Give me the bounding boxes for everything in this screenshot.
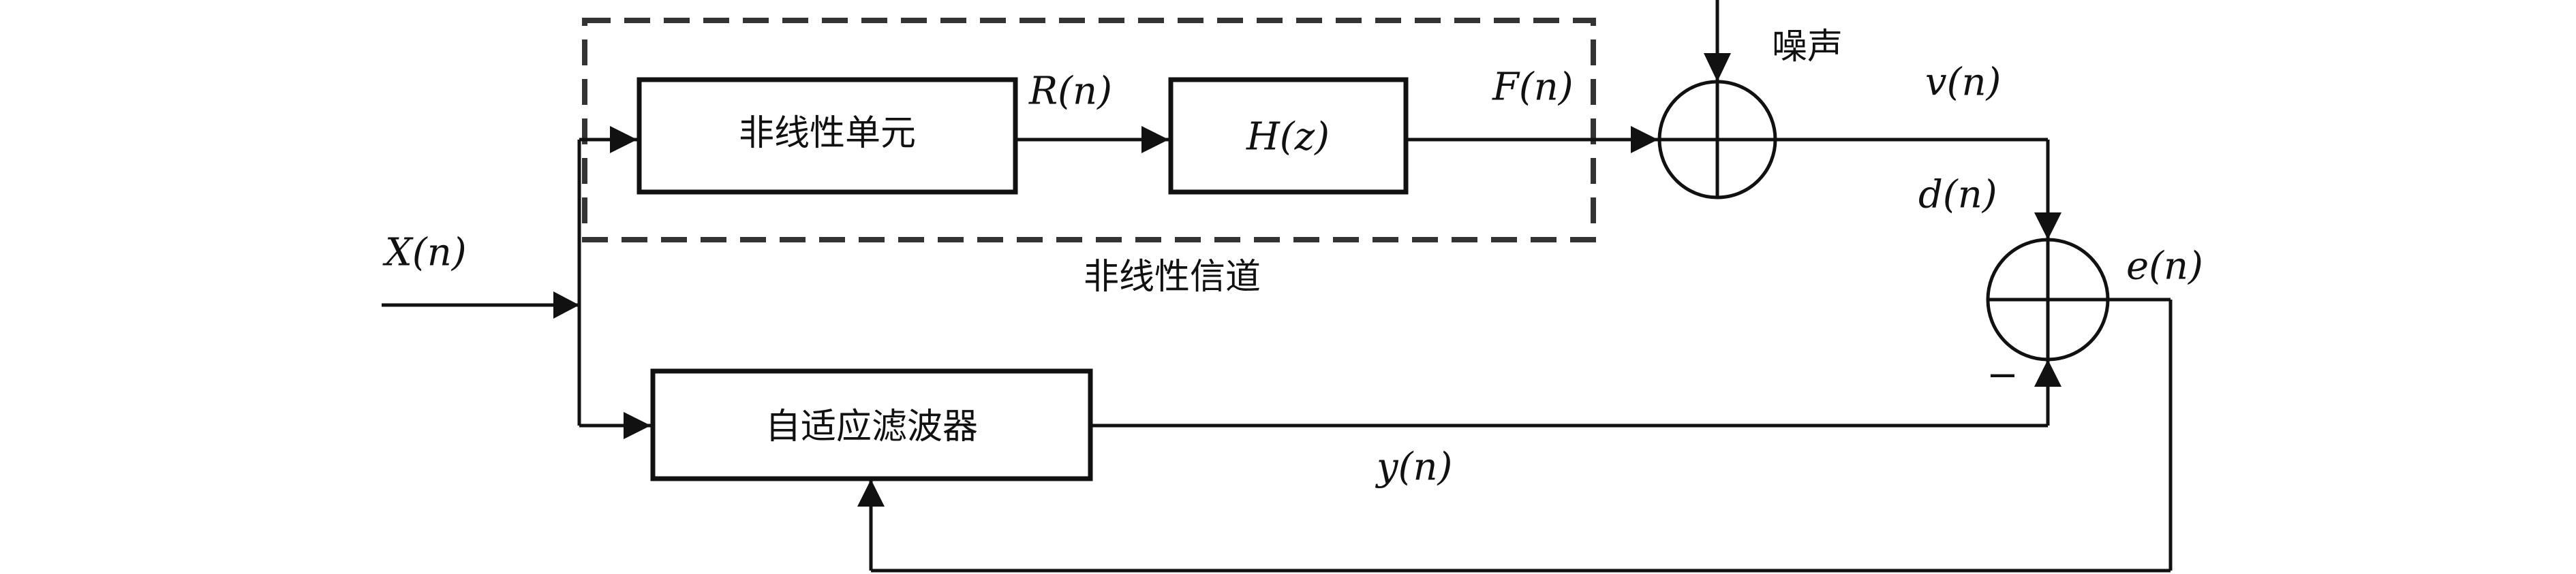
nonlinear-unit-label: 非线性单元: [739, 113, 916, 154]
minus-sign: −: [1987, 353, 2019, 398]
x-signal-label: X(n): [382, 231, 467, 275]
noise-arrowhead: [1704, 53, 1731, 82]
d-signal-label: d(n): [1918, 173, 1997, 217]
hz-label: H(z): [1246, 115, 1330, 159]
f-signal-label: F(n): [1492, 65, 1574, 110]
y-arrowhead: [2034, 360, 2061, 387]
f-arrowhead: [1631, 126, 1658, 153]
e-arrowhead: [857, 479, 885, 507]
input-arrowhead: [553, 291, 579, 319]
noise-label: 噪声: [1772, 27, 1843, 67]
d-arrowhead: [2034, 212, 2061, 240]
v-signal-label: v(n): [1925, 61, 2001, 105]
r-arrowhead: [1141, 126, 1169, 153]
y-signal-label: y(n): [1375, 445, 1452, 490]
adaptive-filter-label: 自适应滤波器: [765, 406, 978, 447]
to-nonlinear-arrowhead: [610, 126, 637, 153]
hz-block: [1168, 77, 1409, 195]
nonlinear-channel-boundary: [582, 18, 1596, 242]
adaptive-filter-block: [650, 368, 1093, 481]
r-signal-label: R(n): [1028, 69, 1112, 114]
nonlinear-unit-block: [637, 77, 1018, 195]
group-label: 非线性信道: [1084, 257, 1261, 298]
e-signal-label: e(n): [2126, 244, 2203, 289]
to-filter-arrowhead: [624, 412, 651, 439]
